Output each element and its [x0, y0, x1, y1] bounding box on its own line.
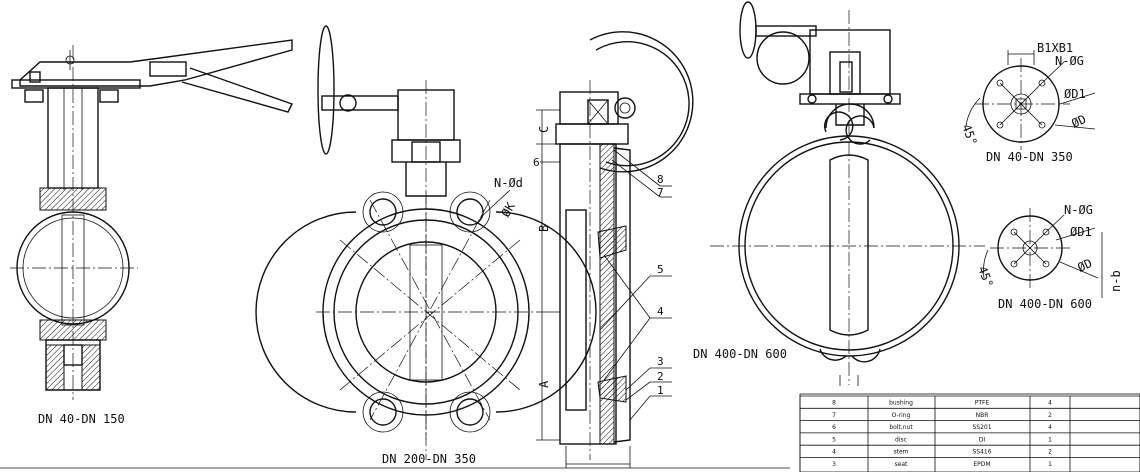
- flange-top-caption: DN 40-DN 350: [986, 150, 1073, 164]
- view1-caption: DN 40-DN 150: [38, 412, 125, 426]
- view4-caption: DN 400-DN 600: [693, 347, 787, 361]
- flange-bottom-angle: 45°: [975, 264, 996, 289]
- flange-top-d: ØD: [1069, 112, 1088, 131]
- table-cell-no: 8: [832, 400, 836, 407]
- part-4: 4: [657, 305, 664, 318]
- flange-size-label: B1XB1: [1037, 41, 1073, 55]
- flange-bottom: [983, 208, 1103, 298]
- table-cell-qty: 2: [1048, 449, 1052, 456]
- part-5: 5: [657, 263, 664, 276]
- table-cell-name: stem: [893, 449, 908, 456]
- table-cell-material: SS201: [972, 424, 991, 431]
- table-cell-name: O-ring: [892, 412, 911, 419]
- flange-bottom-side: n-b: [1109, 270, 1123, 292]
- table-cell-material: NBR: [976, 412, 989, 419]
- part-1: 1: [657, 384, 664, 397]
- table-cell-qty: 4: [1048, 400, 1052, 407]
- table-cell-qty: 2: [1048, 412, 1052, 419]
- parts-table: 8 bushing PTFE 4 7 O-ring NBR 2 6 bolt,nut SS201 4 5…: [799, 393, 1140, 472]
- table-cell-material: EPDM: [973, 461, 990, 468]
- table-cell-qty: 1: [1048, 436, 1052, 443]
- table-cell-name: seat: [895, 461, 908, 468]
- dim-b: B: [537, 225, 551, 232]
- flange-top: [965, 50, 1096, 150]
- table-cell-no: 6: [832, 424, 836, 431]
- flange-bottom-d: ØD: [1075, 256, 1094, 275]
- table-cell-name: disc: [895, 436, 907, 443]
- flange-bottom-caption: DN 400-DN 600: [998, 297, 1092, 311]
- part-3: 3: [657, 355, 664, 368]
- pcd-label: ØK: [498, 199, 518, 219]
- view-large-valve: [710, 1, 985, 386]
- view-side-section: [536, 31, 694, 468]
- table-cell-qty: 4: [1048, 424, 1052, 431]
- flange-top-bolt: N-ØG: [1055, 54, 1084, 68]
- table-cell-material: DI: [979, 436, 986, 443]
- flange-top-d1: ØD1: [1064, 87, 1086, 101]
- dim-c: C: [537, 126, 551, 133]
- part-2: 2: [657, 370, 664, 383]
- table-cell-no: 3: [832, 461, 836, 468]
- flange-top-angle: 45°: [959, 122, 980, 147]
- view2-caption: DN 200-DN 350: [382, 452, 476, 466]
- dim-a: A: [537, 380, 551, 388]
- view-lever-valve: [10, 39, 293, 400]
- table-cell-material: SS416: [972, 449, 991, 456]
- flange-bottom-d1: ØD1: [1070, 225, 1092, 239]
- part-6: 6: [533, 156, 540, 169]
- table-cell-name: bolt,nut: [889, 424, 913, 431]
- flange-bolt-label: N-Ød: [494, 176, 523, 190]
- part-7: 7: [657, 186, 664, 199]
- table-cell-no: 4: [832, 449, 836, 456]
- table-cell-name: bushing: [889, 400, 913, 407]
- table-cell-no: 5: [832, 436, 836, 443]
- table-cell-qty: 1: [1048, 461, 1052, 468]
- table-cell-material: PTFE: [975, 400, 990, 407]
- view-gear-front: [255, 25, 597, 460]
- table-cell-no: 7: [832, 412, 836, 419]
- flange-bottom-bolt: N-ØG: [1064, 203, 1093, 217]
- part-8: 8: [657, 173, 664, 186]
